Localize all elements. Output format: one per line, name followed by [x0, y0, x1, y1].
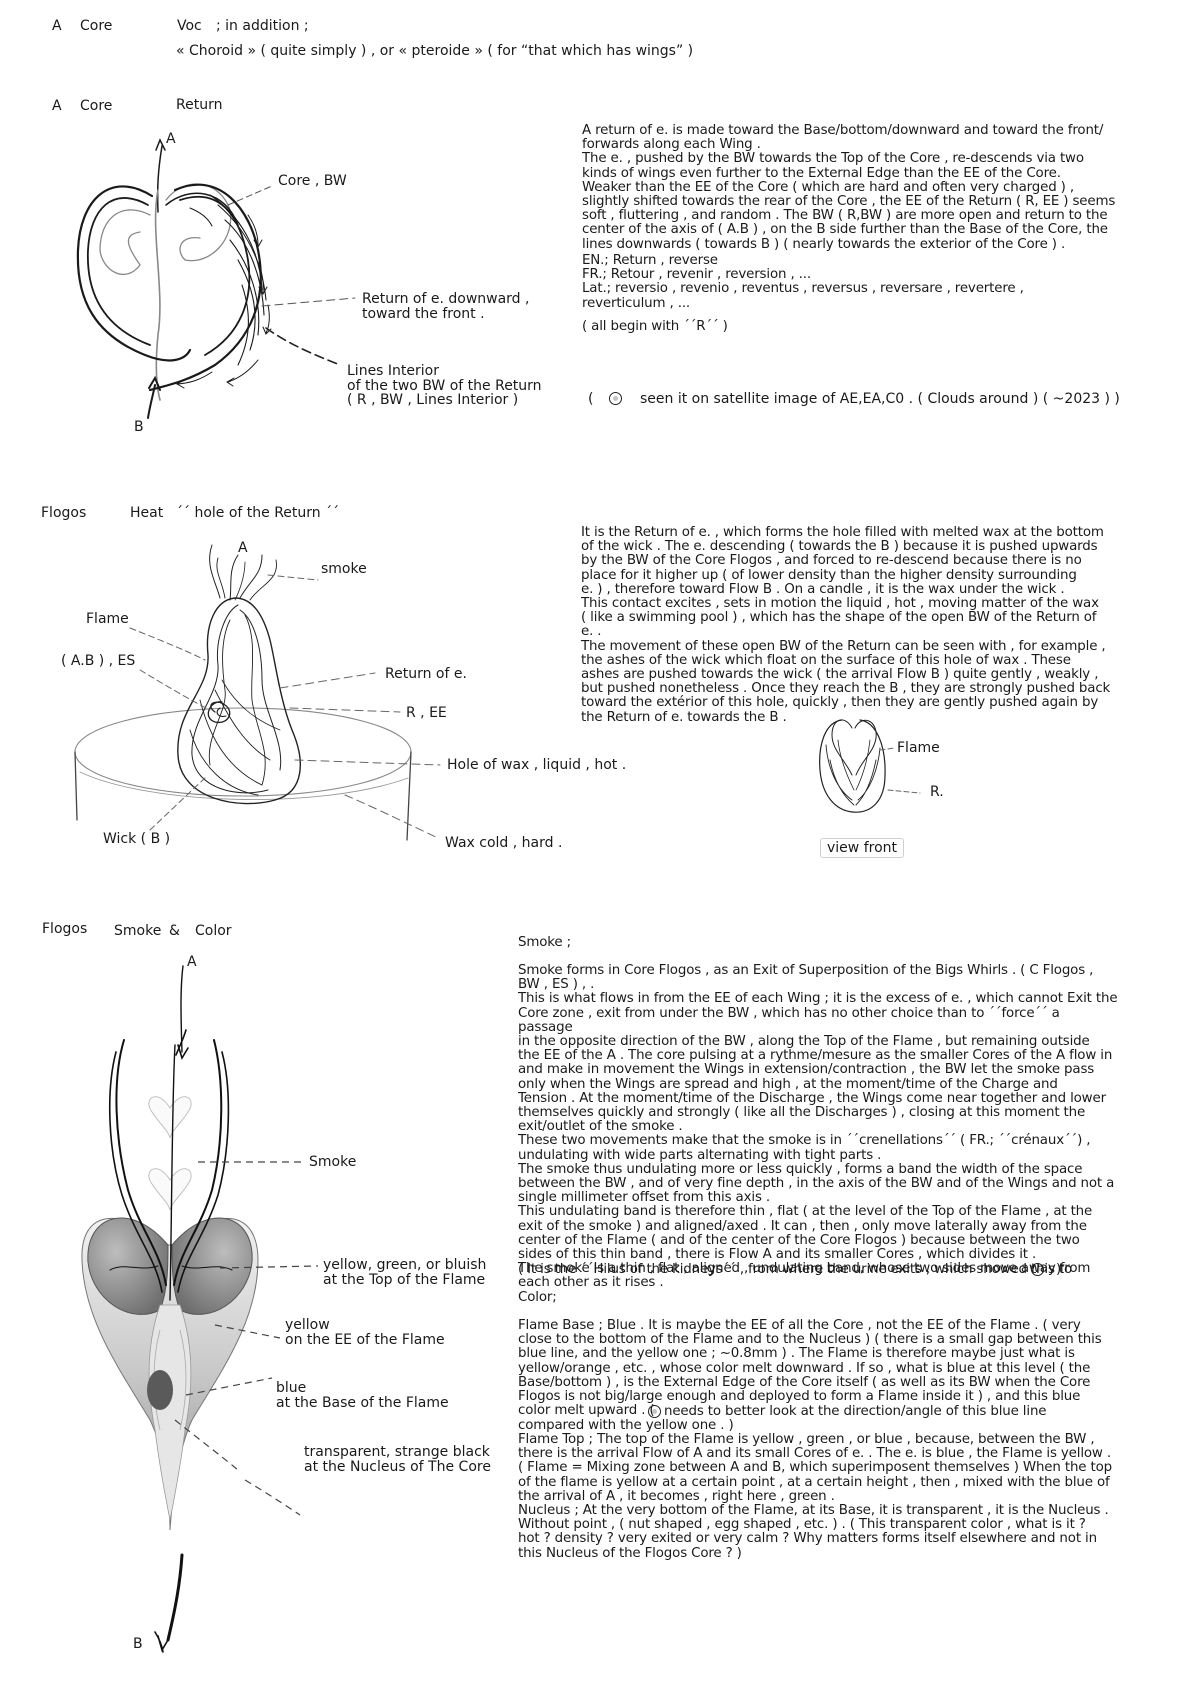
- smoke-hilus-note-end: ): [1056, 1263, 1061, 1277]
- smoke-heading: Smoke ;: [518, 936, 1118, 950]
- flame-label-smoke: Smoke: [309, 1155, 356, 1170]
- eye-circle-icon-2: [1031, 1263, 1044, 1276]
- smoke-axis-label-b: B: [133, 1637, 143, 1652]
- flame-label-transparent: transparent, strange black at the Nucleu…: [304, 1445, 491, 1474]
- flame-label-yellow-ee: yellow on the EE of the Flame: [285, 1318, 445, 1347]
- smoke-paragraph: Smoke forms in Core Flogos , as an Exit …: [518, 964, 1118, 1291]
- color-heading: Color;: [518, 1291, 557, 1305]
- smoke-hilus-note: ( It is the ´´Hilus of the kidneys´´ , f…: [518, 1263, 1072, 1277]
- color-flame-top-paragraph: Flame Top ; The top of the Flame is yell…: [518, 1433, 1118, 1561]
- flame-label-blue-base: blue at the Base of the Flame: [276, 1381, 449, 1410]
- flame-label-yellow-green: yellow, green, or bluish at the Top of t…: [323, 1258, 486, 1287]
- smoke-axis-label-a: A: [187, 955, 197, 970]
- color-flame-base-paragraph-end: needs to better look at the direction/an…: [518, 1405, 1118, 1433]
